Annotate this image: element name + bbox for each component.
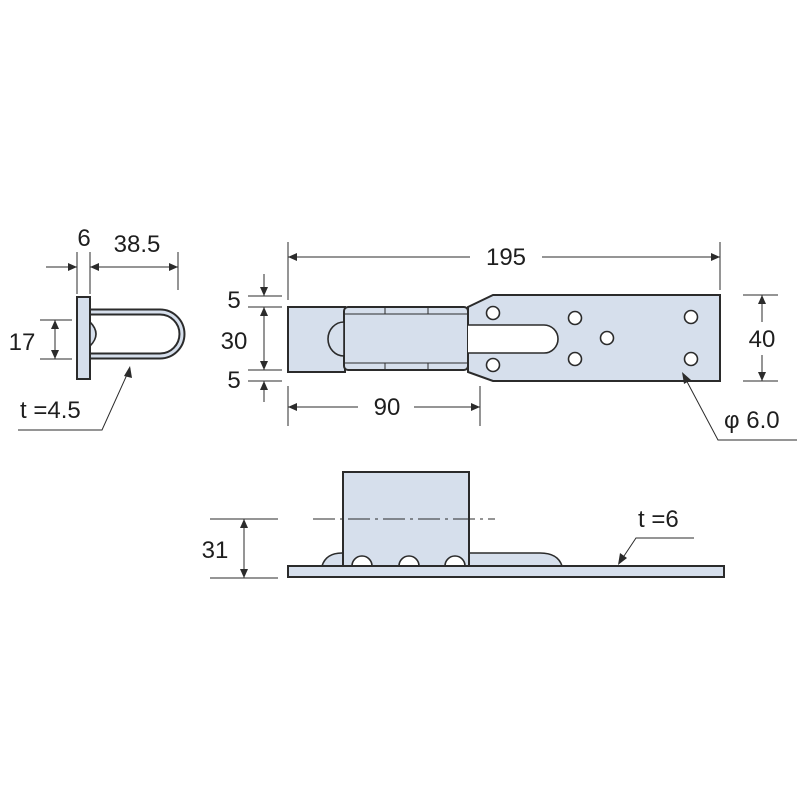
hasp-slot xyxy=(468,324,559,354)
front-knuckle xyxy=(351,555,373,567)
hole-diameter-label: φ 6.0 xyxy=(724,407,780,434)
mount-hole xyxy=(567,351,583,367)
leader-plate-thickness: t =6 xyxy=(618,506,694,565)
front-knuckle xyxy=(444,555,466,567)
dim-90: 90 xyxy=(374,394,401,421)
base-plate xyxy=(287,306,346,373)
side-view: 6 38.5 17 t =4.5 xyxy=(9,225,186,431)
staple-body xyxy=(343,306,469,371)
leader-side-thickness: t =4.5 xyxy=(18,366,132,431)
front-base-plate xyxy=(287,565,725,578)
dim-side-height: 17 xyxy=(9,319,72,360)
mount-hole xyxy=(683,351,699,367)
dim-width-40: 40 xyxy=(743,294,778,382)
side-flange xyxy=(76,296,91,380)
dim-40: 40 xyxy=(749,326,776,353)
mount-hole xyxy=(683,309,699,325)
dim-overall-length: 195 xyxy=(287,242,721,300)
dim-flange-thickness: 6 xyxy=(77,225,90,252)
dim-31: 31 xyxy=(202,537,229,564)
hasp-plate xyxy=(467,294,721,382)
dim-hasp-90: 90 xyxy=(287,386,481,426)
side-weld xyxy=(89,320,97,348)
dim-front-height: 31 xyxy=(202,518,278,579)
dim-depth: 38.5 xyxy=(114,231,161,258)
dim-height-17: 17 xyxy=(9,329,36,356)
staple-loop-tip xyxy=(327,321,345,357)
mount-hole xyxy=(485,305,501,321)
mount-hole xyxy=(599,330,615,346)
staple-loop-inner xyxy=(88,310,184,358)
mount-hole xyxy=(567,310,583,326)
plate-thickness-label: t =6 xyxy=(638,506,679,533)
dim-195: 195 xyxy=(486,244,526,271)
dim-slot-30: 30 xyxy=(221,328,248,355)
leader-hole-diameter: φ 6.0 xyxy=(682,372,797,441)
front-view: 31 t =6 xyxy=(202,471,725,579)
dim-edge-top-5: 5 xyxy=(227,287,240,314)
material-thickness-label: t =4.5 xyxy=(20,397,81,424)
dim-edge-bottom-5: 5 xyxy=(227,367,240,394)
dim-side-top: 6 38.5 xyxy=(46,225,179,294)
dim-top-vertical: 5 30 5 xyxy=(221,274,282,402)
mount-hole xyxy=(485,357,501,373)
top-view: 195 5 30 5 40 xyxy=(221,242,797,441)
staple-loop xyxy=(88,308,186,360)
front-knuckle xyxy=(398,555,420,567)
